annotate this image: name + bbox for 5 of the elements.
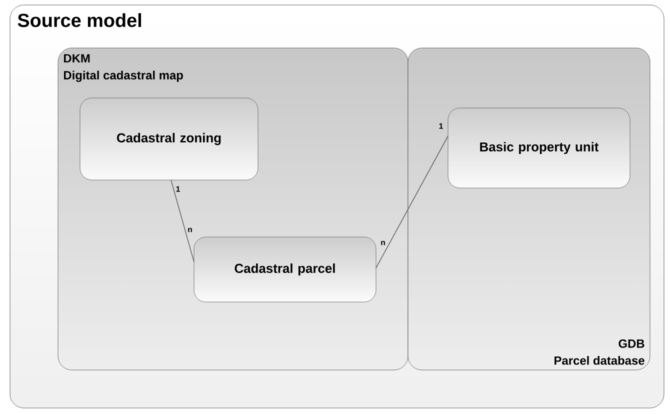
connector-line [170, 180, 194, 262]
entity-box: Cadastral zoning [80, 98, 258, 180]
connector-line [376, 136, 448, 268]
entity-box: Cadastral parcel [194, 236, 376, 302]
entity-box: Basic property unit [448, 108, 630, 188]
